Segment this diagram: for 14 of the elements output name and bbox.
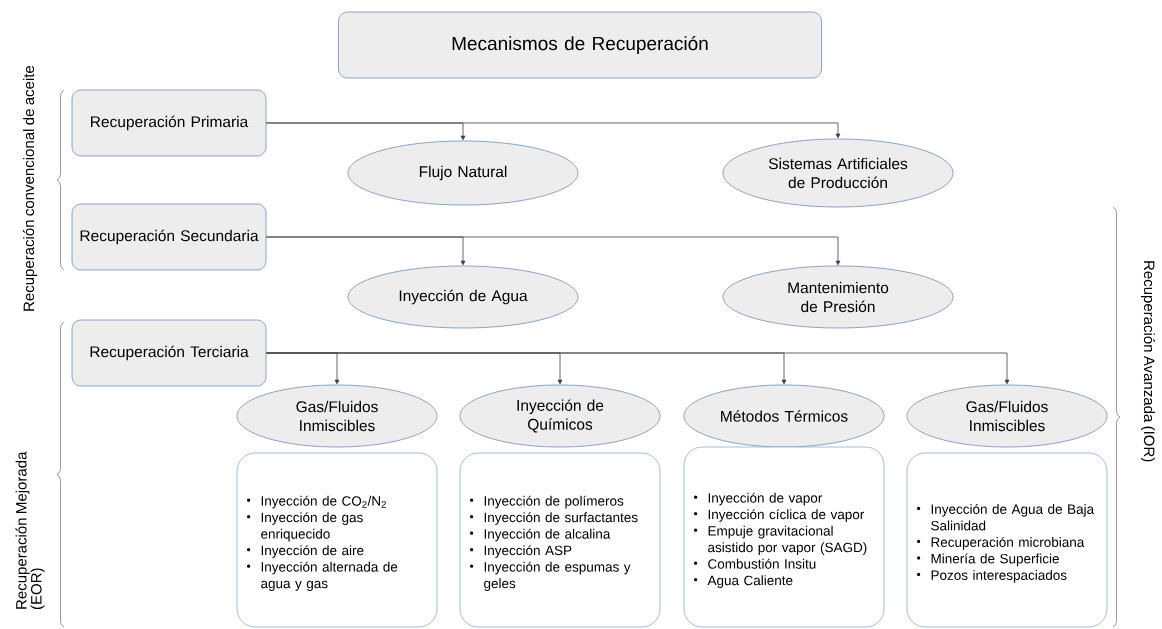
category-box: Recuperación Terciaria	[71, 319, 267, 387]
arrow	[265, 122, 841, 139]
list-box: Inyección de Agua de Baja Salinidad Recuperación microbiana Minería de Superficie Pozos interespaciados	[906, 452, 1108, 628]
list-box: Inyección de polímeros Inyección de surfactantes Inyección de alcalina Inyección ASP Inyección de espumas y geles	[459, 452, 661, 628]
category-box: Recuperación Secundaria	[71, 203, 267, 271]
arrow	[265, 236, 841, 266]
title-box: Mecanismos de Recuperación	[338, 11, 822, 79]
arrow	[265, 352, 1010, 385]
list-box: Inyección de vapor Inyección cíclica de vapor Empuje gravitacional asistido por vapor (SAGD) Combustión Insitu Agua Caliente	[683, 446, 885, 628]
category-box: Recuperación Primaria	[71, 89, 267, 157]
side-label: Recuperación convencional de aceite	[22, 65, 38, 311]
side-label: Recuperación Mejorada (EOR)	[15, 451, 45, 610]
side-label: Recuperación Avanzada (IOR)	[1140, 261, 1156, 462]
list-box: Inyección de CO$_{2}$/N$_{2}$ Inyección de gas enriquecido Inyección de aire Inyección alternada de agua y gas	[236, 452, 438, 628]
